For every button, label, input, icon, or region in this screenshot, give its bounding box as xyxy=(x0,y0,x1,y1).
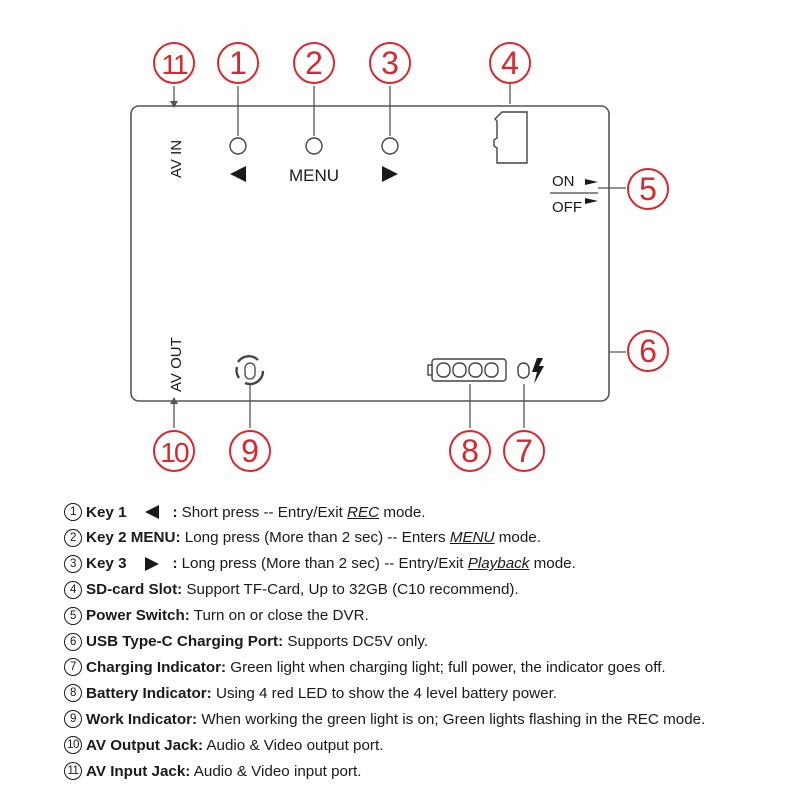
av-in-label: AV IN xyxy=(168,140,185,178)
legend-key: Key 1 xyxy=(86,503,127,521)
legend-number: 1 xyxy=(64,503,82,521)
legend-key: AV Output Jack: xyxy=(86,736,204,754)
legend-key: Key 3 xyxy=(86,555,127,573)
off-label: OFF xyxy=(552,199,582,216)
av-out-label: AV OUT xyxy=(168,337,185,392)
callout-number-11: 11 xyxy=(161,49,187,80)
legend-desc: Short press -- Entry/Exit xyxy=(181,503,348,521)
legend-colon: : xyxy=(172,503,178,521)
right-triangle-icon xyxy=(144,556,159,571)
legend-number: 8 xyxy=(64,684,82,703)
callout-circle-8 xyxy=(449,430,491,472)
callout-number-7: 7 xyxy=(515,433,533,469)
on-arrow xyxy=(585,179,598,185)
callout-circle-7 xyxy=(503,430,545,472)
legend-key: USB Type-C Charging Port: xyxy=(86,633,284,650)
legend-number: 11 xyxy=(64,762,82,780)
callout-circle-4 xyxy=(489,42,531,84)
legend-highlight: Playback xyxy=(467,555,530,573)
callout-number-3: 3 xyxy=(381,45,399,81)
legend-number: 7 xyxy=(64,658,82,677)
device-body xyxy=(130,105,610,402)
legend-desc: Audio & Video input port. xyxy=(190,762,362,780)
legend-number: 6 xyxy=(64,632,82,651)
callout-number-6: 6 xyxy=(639,333,657,369)
left-triangle-icon xyxy=(230,166,246,182)
key-2-button[interactable] xyxy=(305,137,323,155)
legend-key: Charging Indicator: xyxy=(86,658,227,676)
legend-number: 4 xyxy=(64,580,82,599)
legend-desc: When working the green light is on; Gree… xyxy=(197,710,706,728)
key-1-button[interactable] xyxy=(229,137,247,155)
legend-desc: mode. xyxy=(494,529,541,547)
charging-led xyxy=(517,362,530,379)
legend-desc: Support TF-Card, Up to 32GB (C10 recomme… xyxy=(182,581,519,599)
key-3-button[interactable] xyxy=(381,137,399,155)
legend-number: 3 xyxy=(64,554,82,573)
callout-number-5: 5 xyxy=(639,171,657,207)
legend-desc: Using 4 red LED to show the 4 level batt… xyxy=(211,684,558,702)
legend-desc: mode. xyxy=(529,555,576,573)
callout-circle-5 xyxy=(627,168,669,210)
legend-desc: Audio & Video output port. xyxy=(203,736,384,754)
callout-number-9: 9 xyxy=(241,433,259,469)
legend-desc: mode. xyxy=(379,503,426,521)
legend-highlight: REC xyxy=(347,503,380,521)
legend-number: 10 xyxy=(64,736,82,755)
legend-key: Work Indicator: xyxy=(86,710,198,728)
callout-circle-10 xyxy=(153,430,195,472)
battery-indicator-icon xyxy=(427,358,507,382)
callout-number-2: 2 xyxy=(305,45,323,81)
legend-number: 5 xyxy=(64,606,82,625)
legend-colon: : xyxy=(172,555,178,573)
sd-card-icon xyxy=(493,111,528,164)
on-label: ON xyxy=(552,173,575,190)
off-arrow xyxy=(585,198,598,204)
lightning-icon xyxy=(532,358,544,384)
legend-desc: Long press (More than 2 sec) -- Entry/Ex… xyxy=(181,555,468,573)
legend-highlight: MENU xyxy=(449,529,495,547)
callout-circle-3 xyxy=(369,42,411,84)
av-in-arrow xyxy=(170,101,178,108)
legend-desc: Long press (More than 2 sec) -- Enters xyxy=(180,529,450,547)
work-indicator-led xyxy=(244,362,256,380)
legend-desc: Green light when charging light; full po… xyxy=(226,658,666,676)
legend-key: AV Input Jack: xyxy=(86,762,191,780)
legend-key: Key 2 MENU: xyxy=(86,529,181,547)
legend-number: 9 xyxy=(64,710,82,729)
callout-number-1: 1 xyxy=(229,45,247,81)
right-triangle-icon xyxy=(382,166,398,182)
legend-key: Power Switch: xyxy=(86,607,190,625)
legend-number: 2 xyxy=(64,528,82,547)
callout-circle-1 xyxy=(217,42,259,84)
callout-number-8: 8 xyxy=(461,433,479,469)
legend-key: Battery Indicator: xyxy=(86,684,212,702)
left-triangle-icon xyxy=(144,505,159,519)
work-indicator-icon xyxy=(235,355,265,386)
callout-circle-2 xyxy=(293,42,335,84)
callout-circle-9 xyxy=(229,430,271,472)
callout-circle-6 xyxy=(627,330,669,372)
callout-circle-11 xyxy=(153,42,195,84)
callout-number-4: 4 xyxy=(501,45,519,81)
leader-lines xyxy=(173,80,626,428)
legend-key: SD-card Slot: xyxy=(86,581,183,599)
av-out-arrow xyxy=(170,397,178,404)
legend-desc: Turn on or close the DVR. xyxy=(189,607,369,625)
callout-number-10: 10 xyxy=(160,437,189,468)
menu-label: MENU xyxy=(289,166,339,185)
legend-desc: Supports DC5V only. xyxy=(283,633,429,650)
